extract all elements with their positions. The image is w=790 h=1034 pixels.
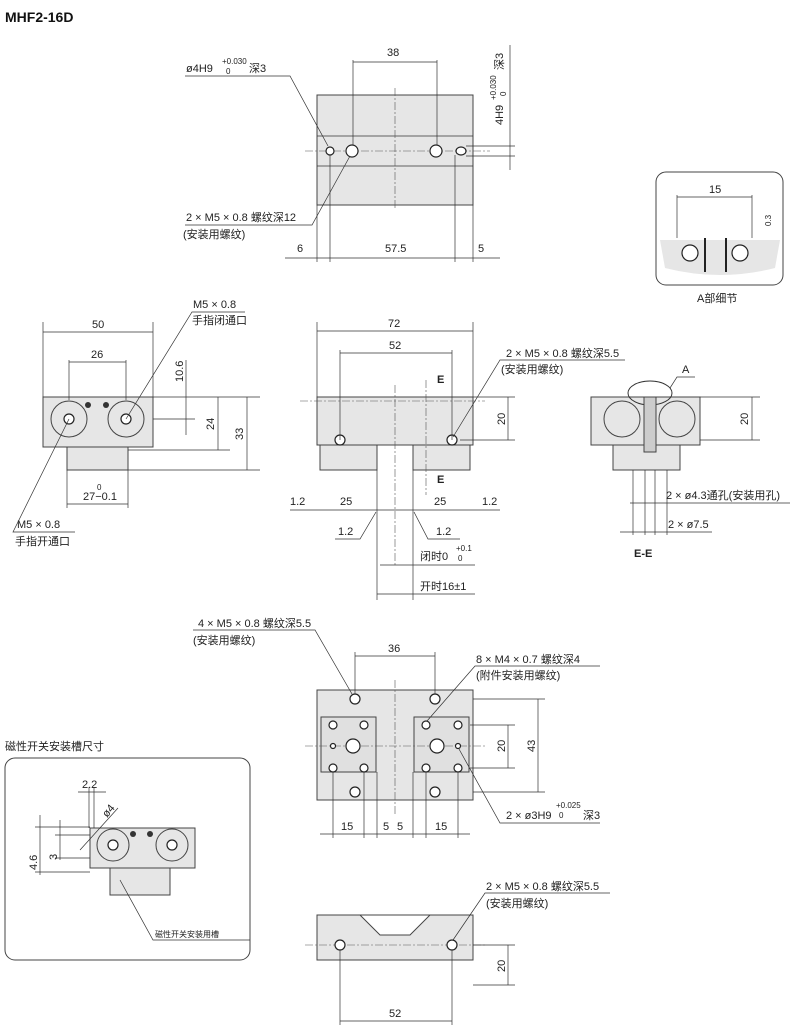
thread-label: 2 × M5 × 0.8 螺纹深5.5 xyxy=(506,346,619,360)
dim-27: 27−0.1 xyxy=(83,491,117,503)
depth-label: 深3 xyxy=(583,809,600,822)
thread-label: 2 × M5 × 0.8 螺纹深12 xyxy=(186,210,296,224)
dim-52: 52 xyxy=(389,1008,401,1020)
closed-label: 闭时0 xyxy=(420,550,448,563)
dim-20: 20 xyxy=(496,960,508,972)
dim-36: 36 xyxy=(388,643,400,655)
through-hole-label: 2 × ø4.3通孔(安装用孔) xyxy=(666,488,780,502)
switch-slot-heading: 磁性开关安装槽尺寸 xyxy=(5,739,104,753)
detail-a-caption: A部细节 xyxy=(697,291,737,305)
tol-upper: +0.030 xyxy=(222,57,247,66)
section-caption: E-E xyxy=(634,548,652,560)
dim-1-2: 1.2 xyxy=(290,496,305,508)
open-port-thread: M5 × 0.8 xyxy=(17,519,60,531)
dim-5: 5 xyxy=(397,821,403,833)
section-ee: A 20 2 × ø4.3通孔(安装用孔) 2 × ø7.5 E-E xyxy=(590,364,790,560)
dim-0-3: 0.3 xyxy=(764,214,773,226)
section-mark-top: E xyxy=(437,374,444,386)
detail-a: 15 0.3 A部细节 xyxy=(655,171,784,305)
thread-hole xyxy=(429,144,443,158)
dim-2-2: 2.2 xyxy=(82,779,97,791)
accessory-thread-label: 8 × M4 × 0.7 螺纹深4 xyxy=(476,652,580,666)
dim-20: 20 xyxy=(496,413,508,425)
tol-upper: +0.1 xyxy=(456,544,472,553)
svg-text:+0.030: +0.030 xyxy=(489,75,498,100)
accessory-note: (附件安装用螺纹) xyxy=(476,668,560,682)
bottom-view: 36 4 × M5 × 0.8 螺纹深5.5 (安装用螺纹) 8 × M4 × … xyxy=(193,616,600,838)
svg-text:0: 0 xyxy=(499,91,508,96)
dim-25: 25 xyxy=(434,496,446,508)
drawing-title: MHF2-16D xyxy=(5,9,73,25)
dim-1-2: 1.2 xyxy=(338,526,353,538)
thread-note: (安装用螺纹) xyxy=(193,633,255,647)
dim-33: 33 xyxy=(234,428,246,440)
tol-lower: 0 xyxy=(559,811,564,820)
svg-text:4H9: 4H9 xyxy=(494,105,506,125)
dim-24: 24 xyxy=(205,418,217,430)
slot-label: 4H9 +0.030 0 深3 xyxy=(489,53,508,125)
dim-1-2: 1.2 xyxy=(482,496,497,508)
tol-upper: 0 xyxy=(97,483,102,492)
front-view: 72 52 E E 20 1.2 25 25 1.2 1.2 1.2 闭时0 +… xyxy=(290,318,625,600)
depth-label: 深3 xyxy=(249,62,266,75)
side-view: 50 26 10.6 24 33 0 27−0.1 M5 × 0.8 手指闭通口… xyxy=(12,299,260,548)
dim-20: 20 xyxy=(739,413,751,425)
dim-52: 52 xyxy=(389,340,401,352)
dim-1-2: 1.2 xyxy=(436,526,451,538)
dim-5: 5 xyxy=(478,243,484,255)
dim-50: 50 xyxy=(92,319,104,331)
pin-hole-label: 2 × ø3H9 xyxy=(506,810,552,822)
lower-front-view: 2 × M5 × 0.8 螺纹深5.5 (安装用螺纹) 20 52 xyxy=(305,879,610,1025)
slot-hole xyxy=(455,146,467,156)
close-port-thread: M5 × 0.8 xyxy=(193,299,236,311)
callout-a: A xyxy=(682,364,690,376)
dim-72: 72 xyxy=(388,318,400,330)
dim-15: 15 xyxy=(341,821,353,833)
dim-26: 26 xyxy=(91,349,103,361)
section-mark-bottom: E xyxy=(437,474,444,486)
thread-label: 2 × M5 × 0.8 螺纹深5.5 xyxy=(486,879,599,893)
open-port-label: 手指开通口 xyxy=(15,534,70,548)
open-label: 开时16±1 xyxy=(420,580,466,593)
top-view: 38 6 57.5 5 ø4H9 +0.030 0 深3 2 × M5 × 0.… xyxy=(183,45,515,262)
dim-3: 3 xyxy=(48,854,60,860)
close-port-label: 手指闭通口 xyxy=(192,313,247,327)
dim-15: 15 xyxy=(709,184,721,196)
counterbore-label: 2 × ø7.5 xyxy=(668,519,709,531)
dim-15: 15 xyxy=(435,821,447,833)
thread-label: 4 × M5 × 0.8 螺纹深5.5 xyxy=(198,616,311,630)
svg-text:深3: 深3 xyxy=(493,53,506,70)
dim-4-6: 4.6 xyxy=(28,855,40,870)
dim-6: 6 xyxy=(297,243,303,255)
dim-43: 43 xyxy=(526,740,538,752)
tol-lower: 0 xyxy=(458,554,463,563)
slot-label: 磁性开关安装用槽 xyxy=(155,929,219,939)
thread-note: (安装用螺纹) xyxy=(501,362,563,376)
dim-5: 5 xyxy=(383,821,389,833)
tol-upper: +0.025 xyxy=(556,801,581,810)
pin-hole xyxy=(325,146,335,156)
pin-hole-label: ø4H9 xyxy=(186,63,213,75)
dim-38: 38 xyxy=(387,47,399,59)
switch-slot-panel: 磁性开关安装槽尺寸 2.2 ø4 4.6 3 磁性开关安装用槽 xyxy=(4,739,251,961)
tol-lower: 0 xyxy=(226,67,231,76)
dim-10-6: 10.6 xyxy=(174,361,186,382)
dim-25: 25 xyxy=(340,496,352,508)
thread-hole xyxy=(345,144,359,158)
thread-note: (安装用螺纹) xyxy=(486,896,548,910)
thread-note: (安装用螺纹) xyxy=(183,227,245,241)
dim-57-5: 57.5 xyxy=(385,243,406,255)
dim-20: 20 xyxy=(496,740,508,752)
